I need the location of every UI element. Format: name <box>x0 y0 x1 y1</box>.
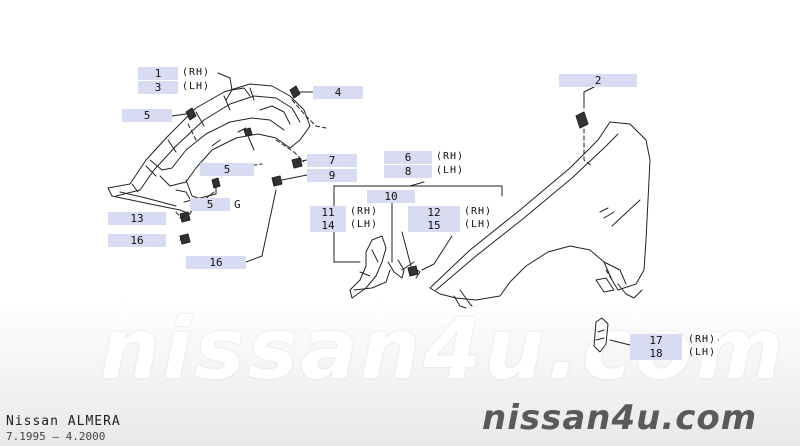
callout-9: 9 <box>307 169 357 182</box>
callout-7: 7 <box>307 154 357 167</box>
side-label-rh: (RH) <box>464 206 493 217</box>
callout-1: 1 <box>138 67 178 80</box>
callout-6: 6 <box>384 151 432 164</box>
callout-13: 13 <box>108 212 166 225</box>
liner-clips <box>179 85 303 245</box>
side-label-lh: (LH) <box>436 165 465 176</box>
production-dates: 7.1995 — 4.2000 <box>6 430 106 443</box>
side-label-lh: (LH) <box>688 347 717 358</box>
callout-16: 16 <box>108 234 166 247</box>
callout-10: 10 <box>367 190 415 203</box>
splash-bracket-drawing <box>593 317 609 353</box>
model-name: Nissan ALMERA <box>6 414 121 429</box>
fender-clip <box>575 111 589 129</box>
callout-5: 5 <box>200 163 254 176</box>
front-fender-drawing <box>429 121 651 309</box>
stray-dot: · <box>717 336 720 345</box>
callout-14: 14 <box>310 219 346 232</box>
callout-17: 17 <box>630 334 682 347</box>
side-label-lh: (LH) <box>350 219 379 230</box>
callout-18: 18 <box>630 347 682 360</box>
side-label-rh: (RH) <box>182 67 211 78</box>
mudguard-clips <box>407 265 419 277</box>
background-gradient <box>0 300 800 446</box>
right-leader-lines <box>401 85 631 346</box>
callout-4: 4 <box>313 86 363 99</box>
mudguard-drawing <box>333 185 503 299</box>
callout-5: 5 <box>122 109 172 122</box>
callout-8: 8 <box>384 165 432 178</box>
callout-g: G <box>234 198 242 211</box>
side-label-rh: (RH) <box>350 206 379 217</box>
side-label-rh: (RH) <box>688 334 717 345</box>
callout-15: 15 <box>408 219 460 232</box>
callout-3: 3 <box>138 81 178 94</box>
callout-2: 2 <box>559 74 637 87</box>
callout-5: 5 <box>190 198 230 211</box>
callout-16: 16 <box>186 256 246 269</box>
watermark-small: nissan4u.com <box>482 398 758 438</box>
callout-11: 11 <box>310 206 346 219</box>
side-label-lh: (LH) <box>464 219 493 230</box>
side-label-rh: (RH) <box>436 151 465 162</box>
callout-12: 12 <box>408 206 460 219</box>
side-label-lh: (LH) <box>182 81 211 92</box>
